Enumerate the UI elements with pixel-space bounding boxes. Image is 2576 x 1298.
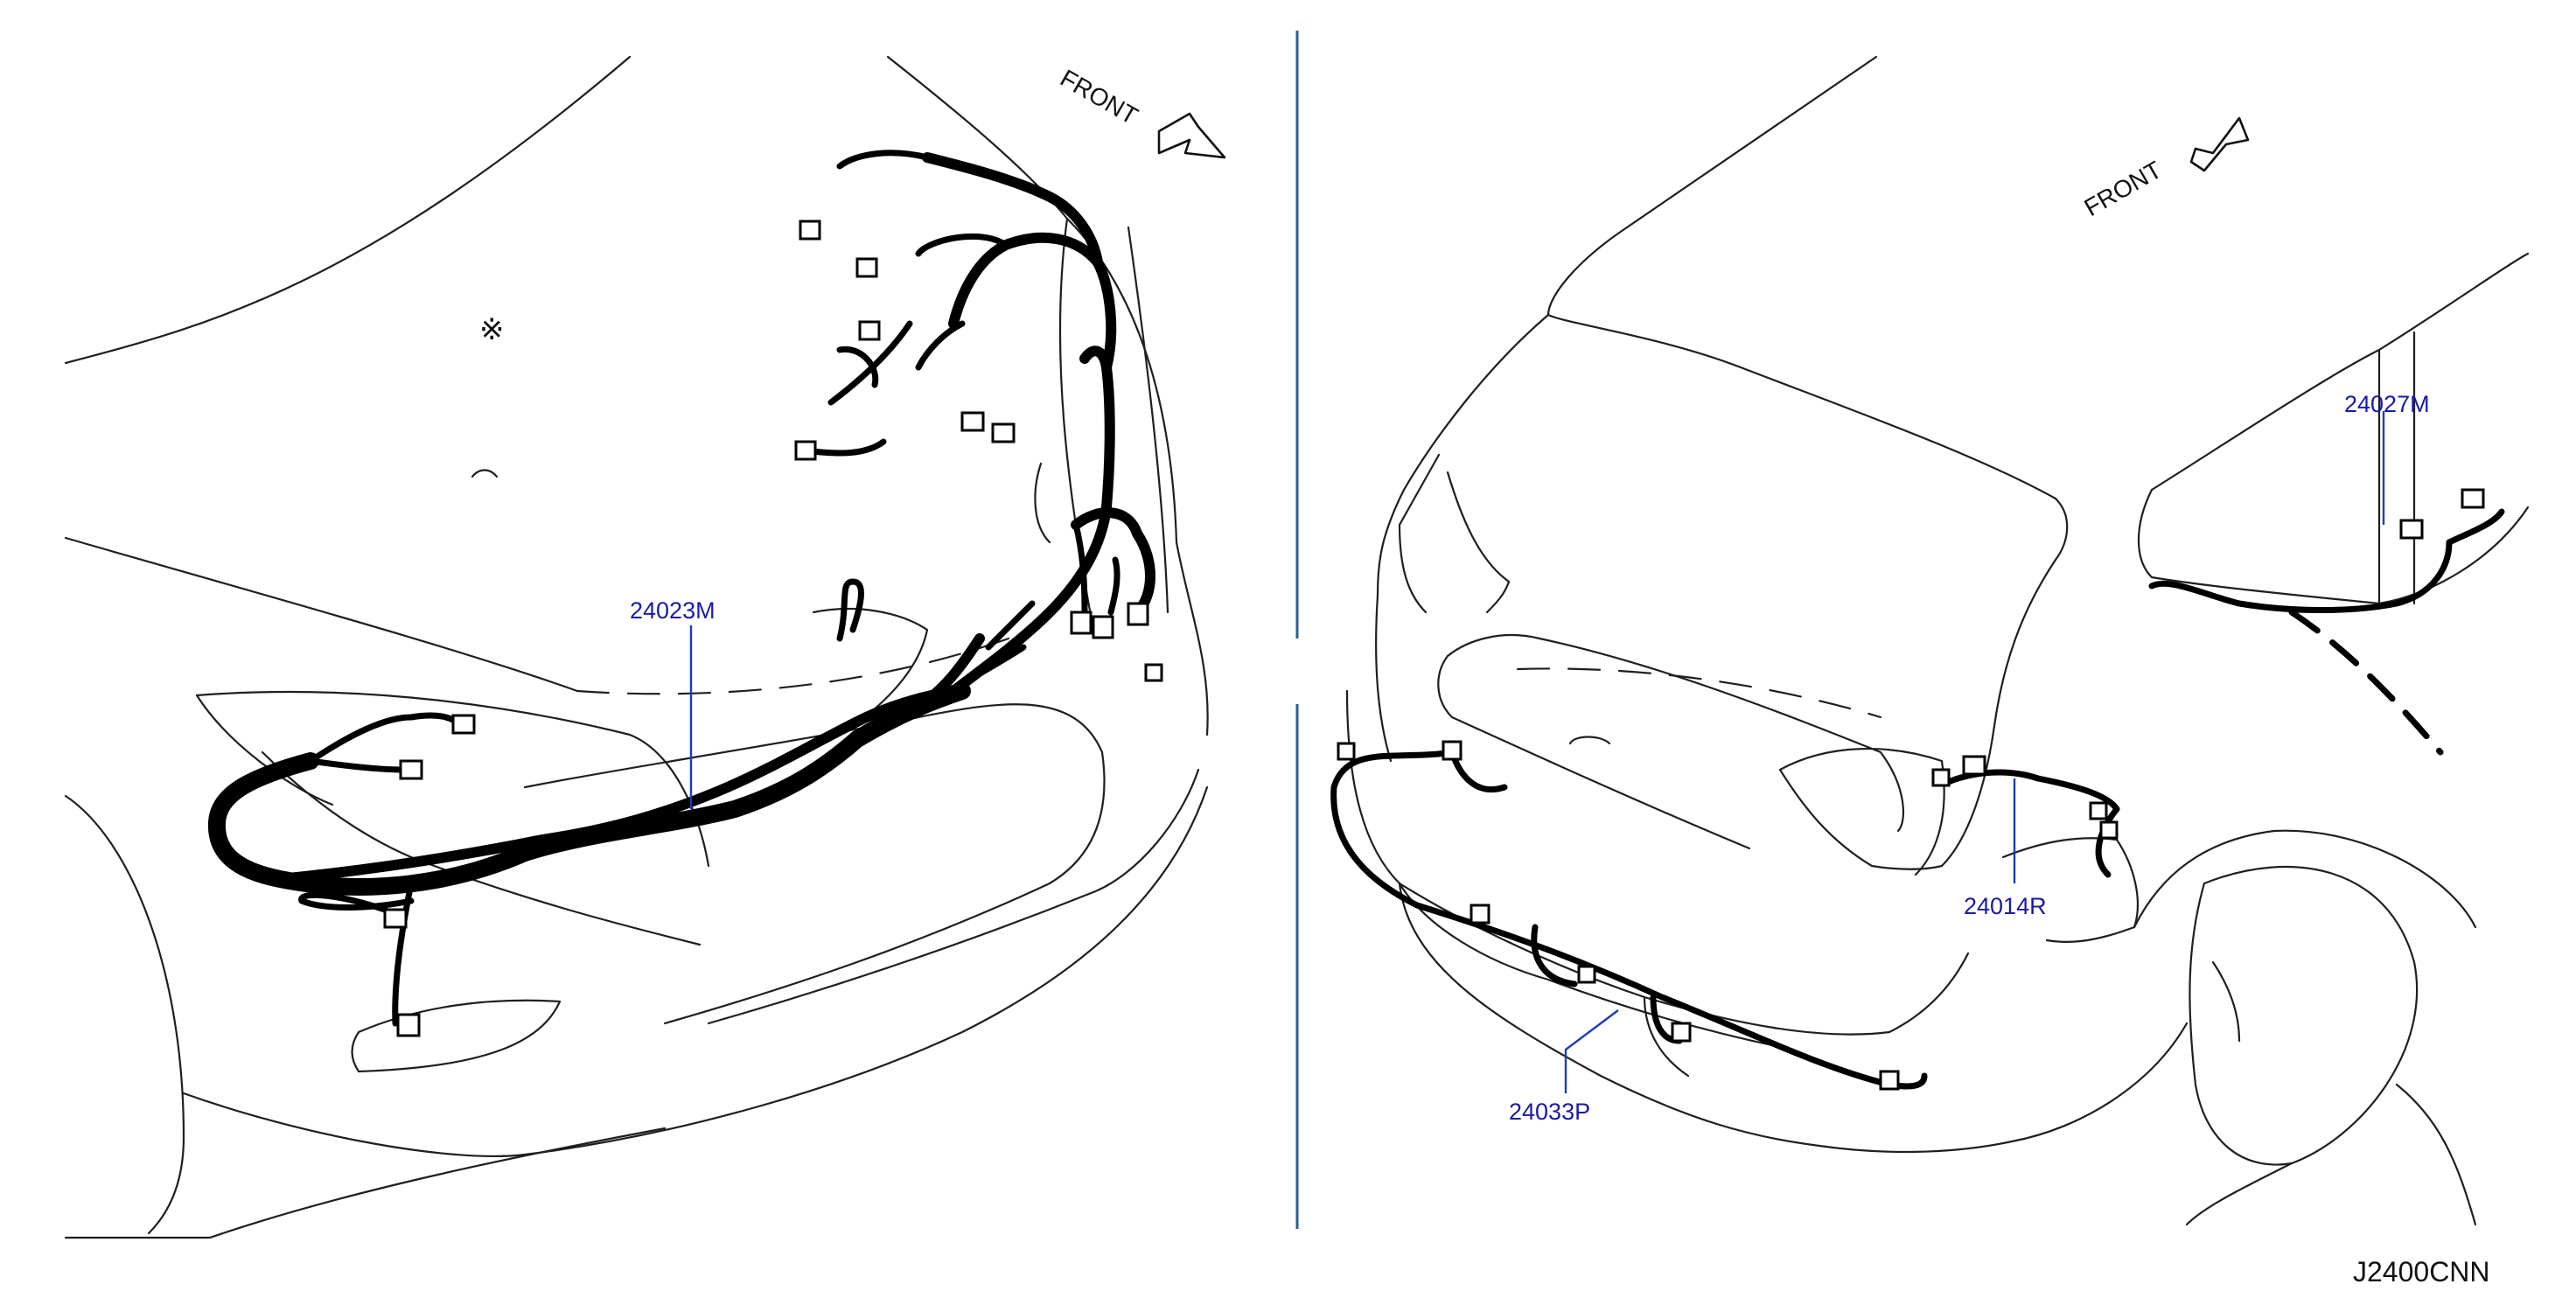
front-vehicle-outline (64, 55, 1209, 1239)
connector (991, 422, 1016, 443)
connector (1092, 615, 1114, 639)
connector (1931, 768, 1951, 787)
rear-vehicle-outline (1345, 55, 2530, 1226)
connector (1577, 965, 1596, 984)
leader-24033P (1564, 1009, 1619, 1093)
connector (1144, 663, 1163, 682)
connector (1962, 755, 1986, 776)
callout-24027M: 24027M (2344, 391, 2430, 417)
connector (383, 908, 408, 929)
rear-connectors (1337, 488, 2485, 1091)
front-main-harness (207, 150, 1155, 1027)
connector (1127, 602, 1149, 626)
note-symbol: ※ (479, 313, 505, 346)
front-label-right: FRONT (2080, 156, 2167, 221)
connector (396, 1013, 421, 1037)
front-connectors (383, 220, 1163, 1037)
connector (960, 411, 985, 432)
connector (2461, 488, 2485, 509)
connector (1470, 904, 1490, 925)
connector (799, 220, 821, 241)
callout-24023M: 24023M (630, 597, 716, 624)
connector (1671, 1022, 1692, 1043)
connector (855, 257, 878, 278)
connector (2099, 820, 2119, 840)
connector (451, 714, 476, 735)
connector (794, 440, 817, 461)
connector (1337, 742, 1356, 761)
connector (1442, 740, 1463, 761)
reference-code: J2400CNN (2353, 1256, 2490, 1288)
connector (399, 759, 423, 780)
connector (2089, 801, 2108, 820)
connector (2399, 519, 2424, 540)
front-arrow-icon-left (1157, 112, 1226, 159)
front-arrow-icon-right (2189, 116, 2250, 172)
front-label-left: FRONT (1056, 64, 1142, 129)
connector (1879, 1070, 1900, 1091)
connector (1070, 611, 1093, 635)
callout-24014R: 24014R (1964, 893, 2047, 919)
callout-24033P: 24033P (1509, 1099, 1590, 1125)
front-view-panel: 24023M ※ FRONT (64, 55, 1226, 1239)
rear-view-panel: 24027M 24014R 24033P FRONT (1330, 55, 2530, 1226)
connector (858, 320, 881, 341)
